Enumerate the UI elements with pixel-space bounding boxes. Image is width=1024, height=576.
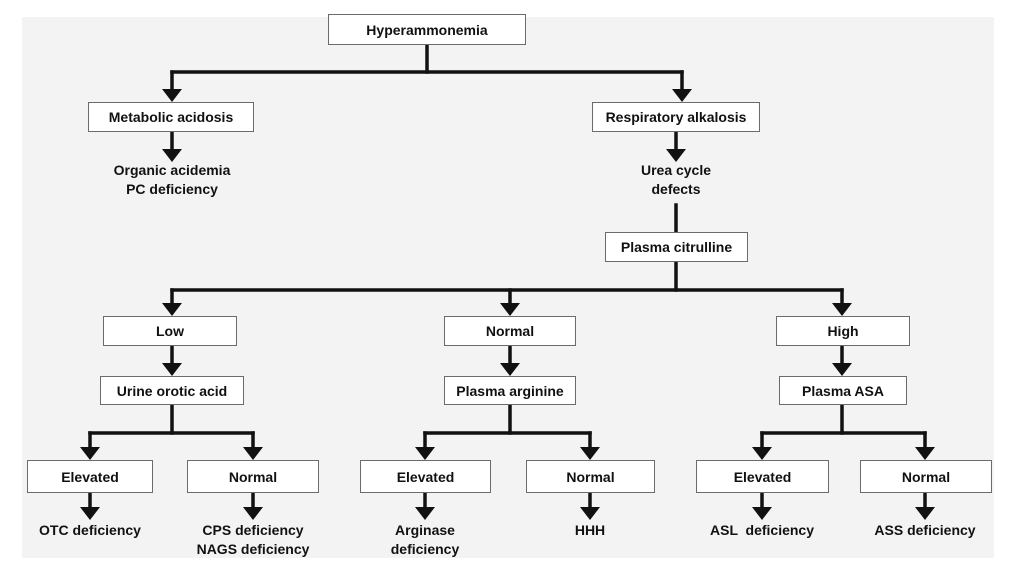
arrowhead [500,303,520,316]
arrowhead [580,447,600,460]
node-normal-asa: Normal [860,460,992,493]
node-normal-citrulline: Normal [444,316,576,346]
arrowhead [243,447,263,460]
node-hyperammonemia: Hyperammonemia [328,14,526,45]
node-normal-orotic: Normal [187,460,319,493]
arrowhead [415,507,435,520]
node-urine-orotic-acid: Urine orotic acid [100,376,244,405]
node-plasma-citrulline: Plasma citrulline [605,232,748,262]
node-elevated-orotic: Elevated [27,460,153,493]
label-urea-cycle-defects: Urea cycle defects [641,161,711,199]
label-asl-deficiency: ASL deficiency [710,521,814,540]
text-hhh: HHH [574,522,606,538]
text-arginase: Arginase [395,522,455,538]
node-plasma-asa: Plasma ASA [779,376,907,405]
label-organic-acidemia-pc-deficiency: Organic acidemia PC deficiency [114,161,231,199]
arrowhead [832,303,852,316]
arrowhead [915,507,935,520]
arrowhead [162,363,182,376]
arrowhead [162,89,182,102]
text-ass-deficiency: ASS deficiency [874,522,976,538]
arrowhead [752,507,772,520]
text-asl-deficiency: ASL deficiency [709,522,815,538]
arrowhead [243,507,263,520]
label-ass-deficiency: ASS deficiency [874,521,975,540]
text-pc-deficiency: PC deficiency [126,181,218,197]
arrowhead [80,507,100,520]
text-urea-cycle: Urea cycle [640,162,712,178]
text-organic-acidemia: Organic acidemia [113,162,231,178]
arrowhead [500,363,520,376]
arrowhead [666,149,686,162]
text-deficiency: deficiency [390,541,460,557]
node-metabolic-acidosis: Metabolic acidosis [88,102,254,132]
node-respiratory-alkalosis: Respiratory alkalosis [592,102,760,132]
node-high: High [776,316,910,346]
arrowhead [580,507,600,520]
text-cps-deficiency: CPS deficiency [202,522,304,538]
text-nags-deficiency: NAGS deficiency [196,541,310,557]
arrowhead [832,363,852,376]
arrowhead [752,447,772,460]
node-elevated-asa: Elevated [696,460,829,493]
label-cps-nags-deficiency: CPS deficiency NAGS deficiency [197,521,310,559]
label-hhh: HHH [575,521,605,540]
node-normal-arginine: Normal [526,460,655,493]
node-plasma-arginine: Plasma arginine [444,376,576,405]
arrowhead [162,149,182,162]
arrowhead [915,447,935,460]
text-otc-deficiency: OTC deficiency [39,522,141,538]
node-elevated-arginine: Elevated [360,460,491,493]
arrowhead [672,89,692,102]
label-otc-deficiency: OTC deficiency [39,521,141,540]
text-defects: defects [651,181,701,197]
arrowhead [415,447,435,460]
label-arginase-deficiency: Arginase deficiency [391,521,459,559]
arrowhead [162,303,182,316]
arrowhead [80,447,100,460]
node-low: Low [103,316,237,346]
